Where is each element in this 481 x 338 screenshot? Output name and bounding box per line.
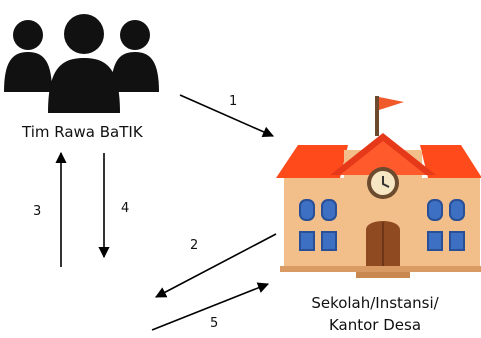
people-group-icon	[4, 14, 159, 113]
step-label-2: 2	[190, 238, 199, 253]
step-label-5: 5	[210, 316, 219, 331]
step-label-1: 1	[229, 94, 238, 109]
step-label-4: 4	[121, 201, 130, 216]
school-label: Sekolah/Instansi/ Kantor Desa	[300, 292, 450, 336]
school-label-line-1: Sekolah/Instansi/	[311, 294, 439, 312]
school-building-icon	[276, 96, 481, 278]
team-label: Tim Rawa BaTIK	[22, 123, 143, 141]
arrow-step-2	[155, 233, 277, 298]
arrow-step-1	[179, 94, 275, 138]
school-label-line-2: Kantor Desa	[328, 316, 422, 334]
step-label-3: 3	[33, 204, 42, 219]
arrow-step-5	[151, 282, 270, 331]
